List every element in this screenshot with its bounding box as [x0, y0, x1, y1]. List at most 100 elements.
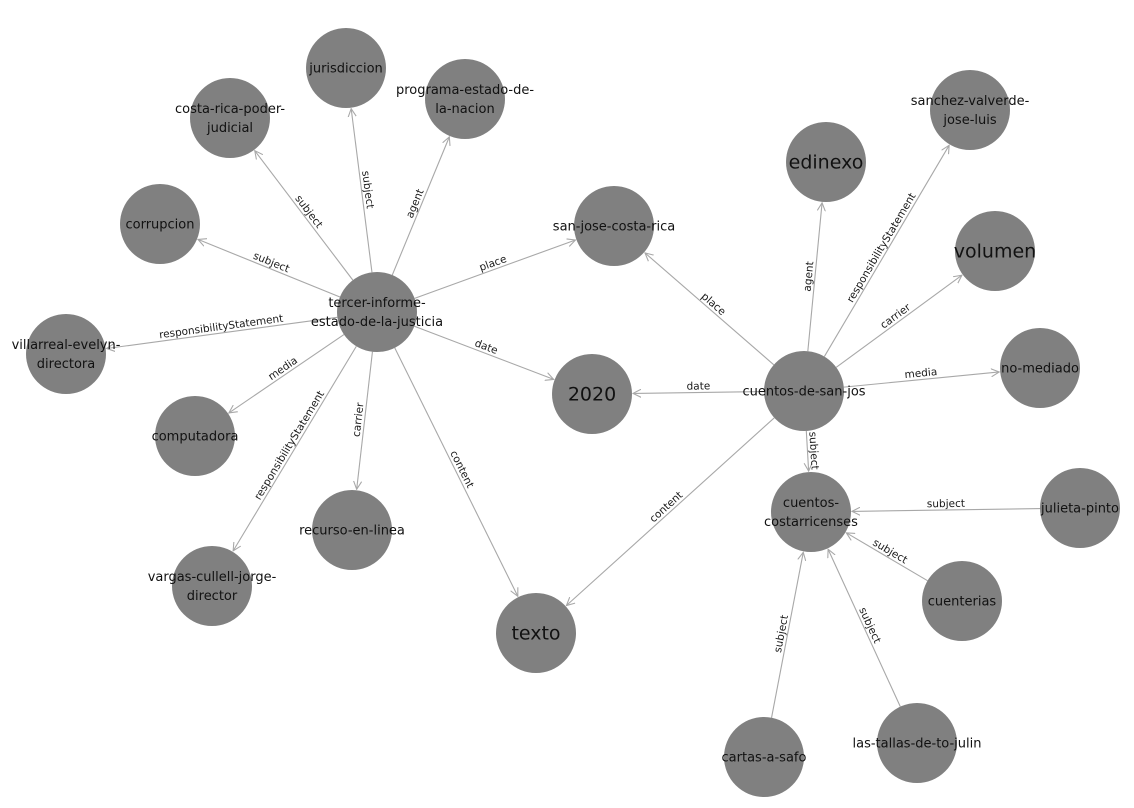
node-circle: [922, 561, 1002, 641]
edge-label-cuentos-y2020: date: [686, 380, 710, 392]
edge-tallas-costarricenses: [828, 549, 901, 707]
edge-tercer-vargas: [233, 345, 357, 551]
node-villarreal[interactable]: villarreal-evelyn-directora: [12, 314, 121, 394]
edge-cuentos-sanjose: [645, 253, 775, 366]
edge-label-cuentos-costarricenses: subject: [806, 431, 820, 470]
node-circle: [425, 59, 505, 139]
node-label: jurisdiccion: [308, 62, 383, 77]
node-label: jose-luis: [942, 113, 996, 128]
node-label: recurso-en-linea: [299, 524, 405, 539]
node-y2020[interactable]: 2020: [552, 354, 632, 434]
node-sanjose[interactable]: san-jose-costa-rica: [553, 186, 675, 266]
edge-label-tercer-programa: agent: [404, 187, 427, 220]
node-circle: [306, 28, 386, 108]
node-label: vargas-cullell-jorge-: [148, 570, 277, 585]
node-label: volumen: [954, 241, 1036, 263]
node-label: cuentos-: [783, 496, 839, 511]
node-circle: [120, 184, 200, 264]
edge-label-tallas-costarricenses: subject: [856, 606, 883, 646]
edge-label-tercer-jurisdiccion: subject: [359, 170, 376, 209]
node-cartas[interactable]: cartas-a-safo: [722, 717, 807, 797]
node-circle: [724, 717, 804, 797]
node-label: las-tallas-de-to-julin: [853, 737, 982, 752]
node-computadora[interactable]: computadora: [152, 396, 239, 476]
node-label: julieta-pinto: [1040, 502, 1119, 517]
node-sanchez[interactable]: sanchez-valverde-jose-luis: [911, 70, 1030, 150]
node-label: no-mediado: [1001, 362, 1079, 377]
node-jurisdiccion[interactable]: jurisdiccion: [306, 28, 386, 108]
nodes-layer: tercer-informe-estado-de-la-justicia juri…: [12, 28, 1120, 797]
node-edinexo[interactable]: edinexo: [786, 122, 866, 202]
node-circle: [190, 78, 270, 158]
edge-tercer-costarica: [255, 151, 354, 281]
edge-label-tercer-sanjose: place: [478, 253, 509, 274]
node-label: directora: [37, 357, 95, 372]
node-label: cuenterias: [928, 595, 997, 610]
node-texto[interactable]: texto: [496, 593, 576, 673]
node-circle: [337, 272, 417, 352]
edge-cartas-costarricenses: [770, 552, 804, 718]
node-volumen[interactable]: volumen: [954, 211, 1036, 291]
edge-label-julieta-costarricenses: subject: [927, 498, 965, 511]
node-label: villarreal-evelyn-: [12, 338, 121, 353]
node-costarica[interactable]: costa-rica-poder-judicial: [175, 78, 285, 158]
node-circle: [496, 593, 576, 673]
edge-tercer-y2020: [414, 325, 553, 379]
edge-cuentos-nomediado: [843, 372, 999, 388]
node-tercer[interactable]: tercer-informe-estado-de-la-justicia: [311, 272, 443, 352]
edge-cuentos-volumen: [835, 275, 962, 368]
node-recurso[interactable]: recurso-en-linea: [299, 490, 405, 570]
edge-cuentos-y2020: [633, 392, 765, 394]
edge-label-cuentos-sanjose: place: [699, 291, 728, 319]
node-julieta[interactable]: julieta-pinto: [1040, 468, 1120, 548]
edge-tercer-texto: [394, 347, 518, 596]
edge-label-tercer-computadora: media: [266, 355, 300, 383]
node-label: cartas-a-safo: [722, 751, 807, 766]
node-label: corrupcion: [125, 218, 194, 233]
edge-label-cuentos-edinexo: agent: [802, 261, 817, 292]
node-vargas[interactable]: vargas-cullell-jorge-director: [148, 546, 277, 626]
node-label: judicial: [206, 121, 253, 136]
edge-label-cuenterias-costarricenses: subject: [871, 537, 910, 567]
edge-label-tercer-corrupcion: subject: [251, 250, 291, 275]
node-programa[interactable]: programa-estado-de-la-nacion: [396, 59, 534, 139]
node-circle: [771, 472, 851, 552]
edge-tercer-jurisdiccion: [351, 109, 373, 273]
node-tallas[interactable]: las-tallas-de-to-julin: [853, 703, 982, 783]
node-circle: [312, 490, 392, 570]
edge-julieta-costarricenses: [852, 509, 1041, 512]
node-nomediado[interactable]: no-mediado: [1000, 328, 1080, 408]
node-label: director: [187, 589, 238, 604]
node-circle: [155, 396, 235, 476]
node-cuenterias[interactable]: cuenterias: [922, 561, 1002, 641]
edge-label-tercer-vargas: responsibilityStatement: [252, 389, 327, 502]
node-label: computadora: [152, 430, 239, 445]
edge-tercer-programa: [391, 137, 449, 276]
node-label: san-jose-costa-rica: [553, 220, 675, 235]
node-label: edinexo: [789, 152, 864, 174]
node-corrupcion[interactable]: corrupcion: [120, 184, 200, 264]
edge-label-tercer-villarreal: responsibilityStatement: [158, 313, 284, 342]
node-circle: [930, 70, 1010, 150]
node-label: cuentos-de-san-jos: [742, 385, 865, 400]
edge-label-cuentos-volumen: carrier: [878, 301, 913, 331]
node-cuentos[interactable]: cuentos-de-san-jos: [742, 351, 866, 431]
edge-label-cuentos-texto: content: [647, 489, 685, 525]
node-label: texto: [511, 623, 560, 645]
edge-cuentos-costarricenses: [806, 430, 808, 471]
edge-label-cuentos-nomediado: media: [904, 366, 938, 381]
edges-layer: [107, 109, 1041, 718]
node-circle: [877, 703, 957, 783]
edge-tercer-corrupcion: [198, 239, 341, 298]
node-label: costa-rica-poder-: [175, 102, 285, 117]
node-circle: [574, 186, 654, 266]
edge-label-tercer-costarica: subject: [292, 193, 325, 231]
node-label: programa-estado-de-: [396, 83, 534, 98]
edge-cuentos-sanchez: [823, 145, 949, 357]
edge-label-tercer-recurso: carrier: [351, 401, 367, 437]
node-circle: [172, 546, 252, 626]
edge-tercer-villarreal: [107, 316, 338, 348]
node-circle: [1000, 328, 1080, 408]
node-costarricenses[interactable]: cuentos-costarricenses: [764, 472, 858, 552]
